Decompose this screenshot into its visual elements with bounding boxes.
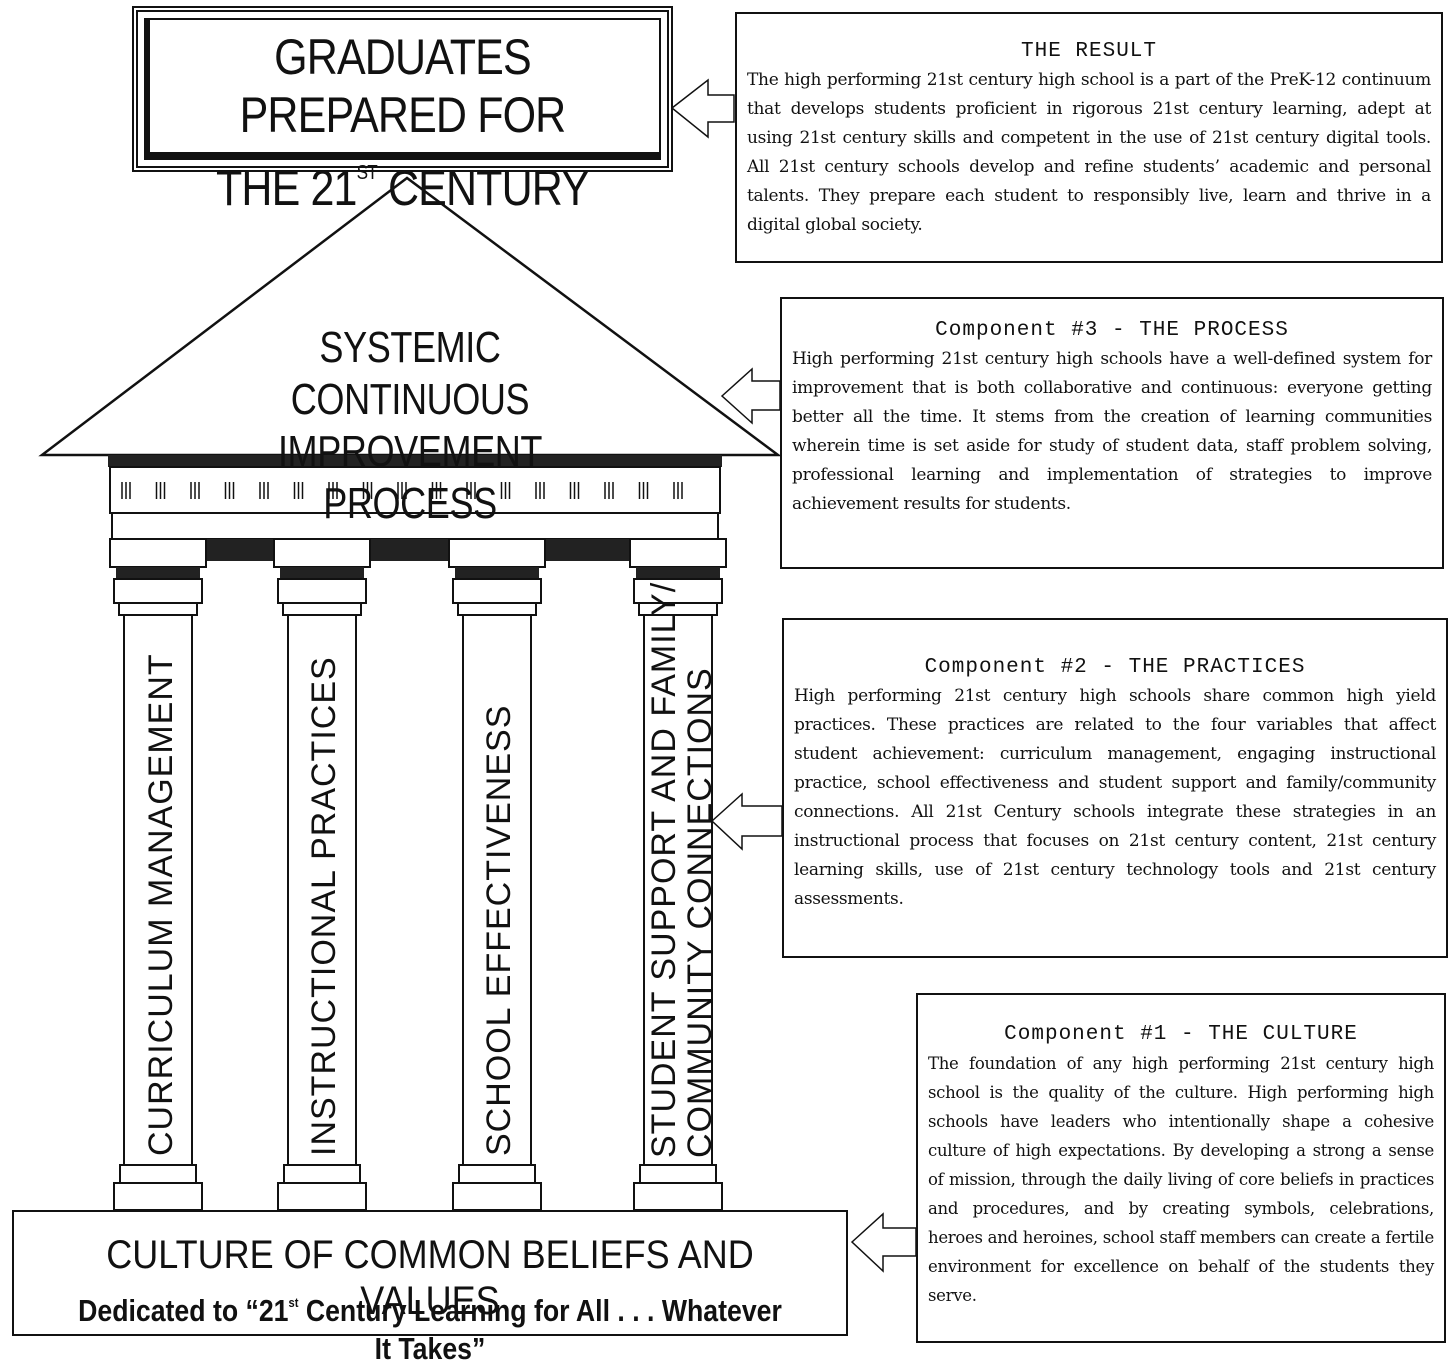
process-heading: Component #3 - THE PROCESS — [935, 319, 1289, 342]
pillar-shaft — [287, 614, 357, 1166]
arrow-process — [720, 367, 781, 425]
pillar-1-text: CURRICULUM MANAGEMENT — [142, 653, 180, 1156]
pillar-label-school-effectiveness: SCHOOL EFFECTIVENESS — [480, 705, 518, 1156]
pillar-base-block — [452, 1182, 542, 1211]
arrow-result — [670, 78, 735, 139]
foundation-title: CULTURE OF COMMON BELIEFS AND VALUES — [106, 1233, 754, 1323]
pillar-3-text: SCHOOL EFFECTIVENESS — [480, 704, 518, 1156]
capital-band — [112, 539, 718, 561]
graduates-title: GRADUATES PREPARED FOR THE 21ST CENTURY — [175, 28, 630, 217]
graduates-title-line1: GRADUATES PREPARED FOR — [239, 29, 567, 143]
pillar-capital-band — [455, 567, 539, 579]
arrow-practices — [710, 792, 783, 851]
graduates-line2-superscript: ST — [356, 162, 378, 184]
foundation-subtitle-text: Dedicated to “21 — [78, 1293, 289, 1328]
foundation-subtitle-superscript: st — [288, 1295, 299, 1310]
pillar-capital — [109, 538, 207, 568]
process-body: High performing 21st century high school… — [792, 349, 1432, 514]
foundation-subtitle: Dedicated to “21st Century Learning for … — [72, 1284, 788, 1368]
pillar-shaft — [123, 614, 193, 1166]
roof-label-line2: IMPROVEMENT PROCESS — [277, 427, 543, 528]
pillar-capital — [273, 538, 371, 568]
pillar-capital-block — [633, 578, 723, 604]
pillar-2 — [273, 538, 371, 1211]
roof-label-line1: SYSTEMIC CONTINUOUS — [290, 323, 530, 424]
graduates-line2-suffix: CENTURY — [376, 160, 590, 216]
culture-box: Component #1 - THE CULTURE The foundatio… — [916, 993, 1446, 1343]
pillar-shaft — [643, 614, 713, 1166]
pillar-capital-block — [452, 578, 542, 604]
pillar-base-block — [277, 1182, 367, 1211]
pillar-capital-band — [280, 567, 364, 579]
frieze — [109, 466, 721, 514]
pillar-capital-band — [116, 567, 200, 579]
practices-box: Component #2 - THE PRACTICES High perfor… — [782, 618, 1448, 958]
practices-body: High performing 21st century high school… — [794, 686, 1436, 909]
pillar-label-student-support: STUDENT SUPPORT AND FAMILY/ COMMUNITY CO… — [645, 581, 719, 1158]
graduates-box: GRADUATES PREPARED FOR THE 21ST CENTURY — [136, 10, 669, 216]
pillar-label-instructional: INSTRUCTIONAL PRACTICES — [305, 656, 343, 1156]
graduates-title-line2: THE 21ST CENTURY — [175, 144, 630, 217]
pillar-4-text-line1: STUDENT SUPPORT AND FAMILY/ — [645, 581, 683, 1158]
foundation-subtitle-suffix: Century Learning for All . . . Whatever … — [298, 1293, 782, 1366]
culture-heading: Component #1 - THE CULTURE — [1004, 1023, 1358, 1046]
pillar-4 — [629, 538, 727, 1211]
pillar-2-text: INSTRUCTIONAL PRACTICES — [305, 656, 343, 1156]
foundation-box: CULTURE OF COMMON BELIEFS AND VALUES Ded… — [12, 1210, 848, 1366]
result-body: The high performing 21st century high sc… — [747, 70, 1431, 235]
pillar-base-block — [633, 1182, 723, 1211]
pillar-capital-block — [277, 578, 367, 604]
pillar-1 — [109, 538, 207, 1211]
pillars-group — [109, 538, 727, 1211]
result-heading: THE RESULT — [1020, 40, 1158, 63]
result-box: THE RESULT The high performing 21st cent… — [735, 12, 1443, 263]
pillar-capital-block — [113, 578, 203, 604]
graduates-box-inner-border — [144, 18, 661, 160]
graduates-line2-text: THE 21 — [215, 160, 357, 216]
practices-heading: Component #2 - THE PRACTICES — [924, 656, 1306, 679]
pillar-label-curriculum: CURRICULUM MANAGEMENT — [142, 653, 180, 1156]
pillar-capital — [629, 538, 727, 568]
pillar-4-text-line2: COMMUNITY CONNECTIONS — [681, 667, 719, 1158]
pillar-3 — [448, 538, 546, 1211]
roof-label: SYSTEMIC CONTINUOUS IMPROVEMENT PROCESS — [205, 322, 615, 530]
process-box: Component #3 - THE PROCESS High performi… — [780, 297, 1444, 569]
culture-body: The foundation of any high performing 21… — [928, 1054, 1434, 1305]
roof-beam — [108, 455, 722, 467]
frieze-dentils — [121, 482, 683, 499]
pillar-capital-band — [636, 567, 720, 579]
arrow-culture — [850, 1212, 917, 1273]
